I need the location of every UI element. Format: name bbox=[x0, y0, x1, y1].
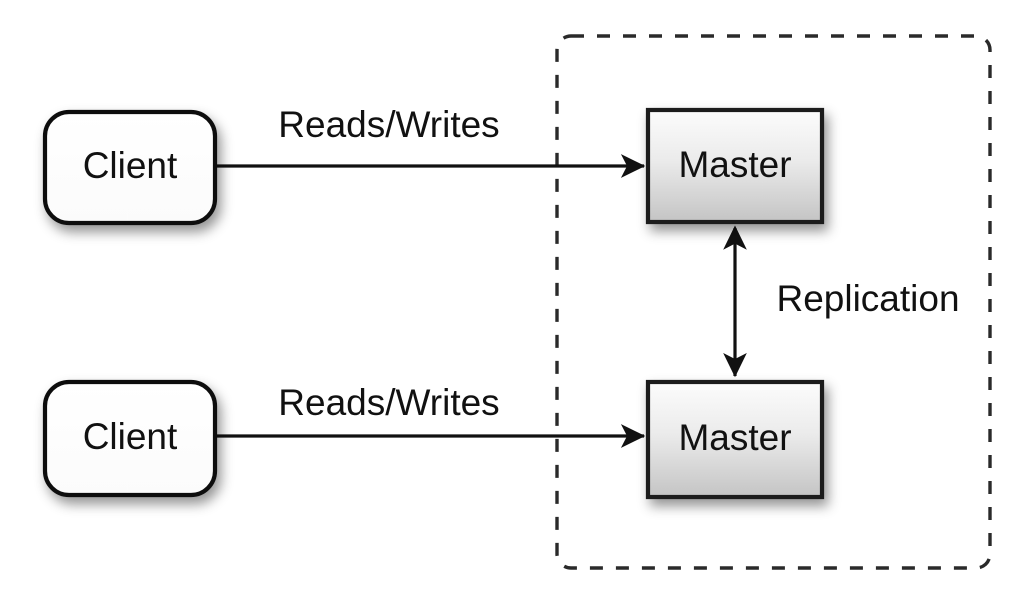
client-bottom-label: Client bbox=[83, 416, 178, 457]
node-master-top[interactable] bbox=[645, 107, 825, 225]
replicated-cluster-boundary bbox=[555, 34, 992, 570]
node-client-top[interactable] bbox=[42, 109, 218, 226]
node-master-bottom[interactable] bbox=[645, 379, 825, 500]
edge-label-reads-writes-top: Reads/Writes bbox=[278, 104, 499, 145]
master-top-box[interactable] bbox=[645, 107, 825, 225]
master-bottom-box[interactable] bbox=[645, 379, 825, 500]
master-bottom-label: Master bbox=[678, 417, 791, 458]
client-top-label: Client bbox=[83, 145, 178, 186]
client-bottom-box[interactable] bbox=[42, 379, 218, 498]
edge-label-reads-writes-bottom: Reads/Writes bbox=[278, 382, 499, 423]
edge-label-replication: Replication bbox=[776, 278, 959, 319]
master-top-label: Master bbox=[678, 144, 791, 185]
client-top-box[interactable] bbox=[42, 109, 218, 226]
node-client-bottom[interactable] bbox=[42, 379, 218, 498]
